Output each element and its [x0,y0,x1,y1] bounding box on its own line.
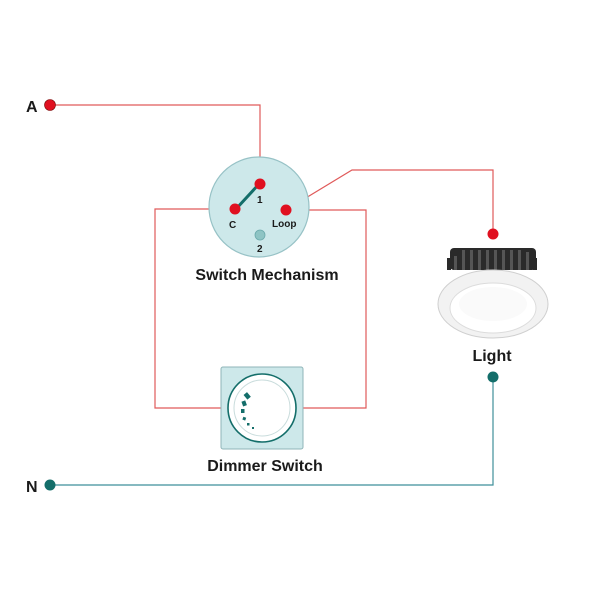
neutral-supply-label: N [26,479,38,496]
light-neutral-terminal [487,371,499,383]
loop-to-dimmer-wire [290,209,367,409]
light-label: Light [472,348,512,365]
switch-mechanism-body [208,156,310,258]
light-heatsink [447,248,537,270]
neutral-wire [50,377,494,486]
dimmer-level-icon [241,392,254,429]
terminal-loop-dot [280,204,292,216]
terminal-1-label: 1 [257,195,263,206]
dimmer-switch-label: Dimmer Switch [207,458,323,475]
terminal-2-dot [254,229,266,241]
live-supply-terminal: A [26,99,56,116]
common-to-dimmer-wire [154,208,235,409]
dimmer-knob [233,379,291,437]
terminal-common-dot [229,203,241,215]
switch-mechanism: 1 C Loop 2 Switch Mechanism [195,156,339,284]
light-fitting: Light [437,228,549,383]
switch-mechanism-label: Switch Mechanism [195,267,338,284]
light-live-terminal [487,228,499,240]
dimmer-switch: Dimmer Switch [207,366,323,475]
switch-lever [234,182,261,211]
terminal-1-dot [254,178,266,190]
terminal-common-label: C [229,220,236,231]
live-wires [50,104,494,409]
terminal-2-label: 2 [257,244,263,255]
loop-to-light-wire [285,169,494,232]
live-supply-label: A [26,99,38,116]
terminal-loop-label: Loop [272,219,296,230]
neutral-wires [50,377,494,486]
neutral-supply-terminal: N [26,479,56,496]
